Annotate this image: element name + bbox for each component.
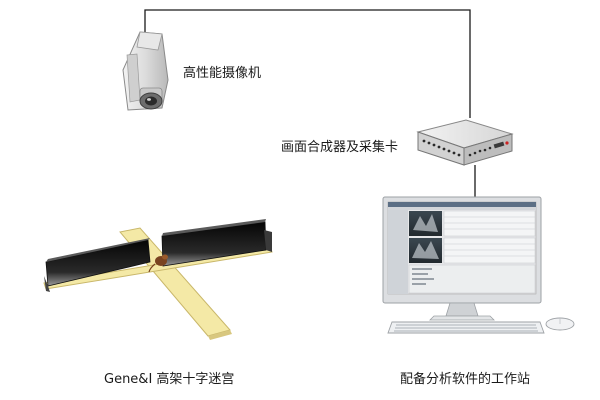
video-panel-top — [409, 211, 442, 236]
mouse-figure — [148, 254, 168, 273]
synthesizer-icon — [416, 119, 514, 166]
workstation-icon — [382, 196, 575, 334]
workstation-label: 配备分析软件的工作站 — [400, 372, 531, 387]
maze-right-wall — [161, 219, 272, 267]
video-panel-bottom — [409, 238, 442, 263]
maze-left-wall — [44, 238, 151, 292]
synthesizer-label: 画面合成器及采集卡 — [281, 140, 399, 155]
maze-label: Gene&I 高架十字迷宫 — [104, 372, 235, 387]
keyboard — [387, 321, 545, 334]
maze-illustration — [43, 219, 273, 340]
camera-label: 高性能摄像机 — [183, 66, 262, 81]
camera-icon — [122, 31, 169, 111]
camera-to-synthesizer-wire — [144, 9, 471, 118]
connection-wires — [144, 9, 476, 202]
computer-mouse — [545, 317, 575, 331]
